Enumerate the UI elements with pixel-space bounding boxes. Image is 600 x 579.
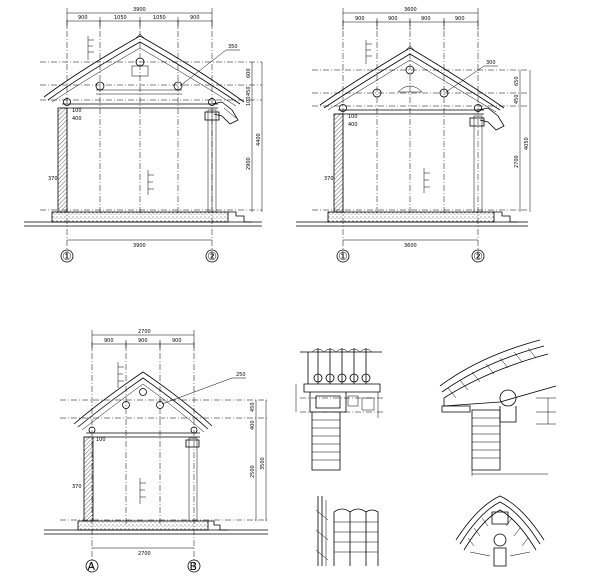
dim-total-height: 3500 — [260, 457, 266, 470]
dim-ridge-height: 650 — [514, 76, 520, 86]
dim-left-a: 100 — [348, 114, 358, 120]
axis-label-a: A — [88, 560, 96, 573]
dim-wall-height: 2900 — [246, 157, 252, 170]
left-wall — [57, 107, 68, 213]
dim-bay-1: 900 — [104, 338, 114, 344]
dim-overall-top: 2700 — [138, 329, 151, 335]
axis-label-2: ② — [473, 250, 483, 263]
dim-left-c: 370 — [72, 484, 82, 490]
dim-left-a: 100 — [96, 437, 106, 443]
callout-label: 250 — [236, 372, 246, 378]
dim-overall-bottom: 2700 — [138, 551, 151, 557]
dim-purlin-height: 450 — [514, 94, 520, 104]
dim-left-a: 100 — [72, 108, 82, 114]
dim-total-height: 4400 — [256, 133, 262, 146]
dim-bay-2: 900 — [138, 338, 148, 344]
dim-bay-3: 900 — [172, 338, 182, 344]
dim-bay-1: 900 — [78, 15, 88, 21]
dim-left-b: 400 — [348, 122, 358, 128]
left-wall — [83, 436, 94, 522]
axis-label-1: ① — [338, 250, 348, 263]
platform-base — [51, 211, 229, 223]
dim-ridge-height: 450 — [250, 402, 256, 412]
dim-bay-4: 900 — [455, 16, 465, 22]
section-1: 3900 900 1050 1050 900 — [24, 7, 263, 263]
axis-label-2: ② — [207, 250, 217, 263]
dim-bay-1: 900 — [355, 16, 365, 22]
eave-elevation-detail — [295, 348, 384, 471]
dim-beam-height: 100 — [246, 96, 252, 106]
dim-wall-height: 2700 — [514, 155, 520, 168]
top-dimensions: 3900 900 1050 1050 900 — [66, 7, 213, 28]
callout-label: 300 — [486, 60, 496, 66]
dim-ridge-height: 600 — [246, 68, 252, 78]
roof-outline — [43, 35, 245, 103]
dim-purlin-height: 450 — [246, 86, 252, 96]
axis-label-b: B — [190, 560, 198, 573]
section-2: 3600 900 900 900 900 — [296, 7, 531, 263]
dim-overall-bottom: 3600 — [404, 243, 417, 249]
dim-total-height: 4050 — [524, 137, 530, 150]
roof-outline — [73, 371, 213, 427]
dim-left-c: 370 — [48, 176, 58, 182]
platform-base — [327, 211, 495, 223]
left-wall — [333, 113, 344, 213]
section-3: 2700 900 900 900 250 450 4 — [44, 329, 268, 573]
dim-bay-3: 900 — [421, 16, 431, 22]
ridge-detail — [455, 495, 545, 567]
dim-left-b: 400 — [72, 116, 82, 122]
dim-bay-2: 1050 — [114, 15, 127, 21]
dim-overall-top: 3600 — [404, 7, 417, 13]
dim-wall-height: 2500 — [250, 465, 256, 478]
roof-outline — [319, 47, 505, 109]
dim-purlin-height: 400 — [250, 420, 256, 430]
dim-left-c: 370 — [324, 176, 334, 182]
dim-overall-bottom: 3900 — [133, 243, 146, 249]
roof-tile-detail — [315, 496, 379, 566]
eave-section-detail — [439, 339, 557, 476]
dim-overall-top: 3900 — [133, 7, 146, 13]
dim-bay-3: 1050 — [153, 15, 166, 21]
platform-base — [77, 520, 209, 531]
dim-bay-4: 900 — [190, 15, 200, 21]
axis-label-1: ① — [62, 250, 72, 263]
dim-bay-2: 900 — [388, 16, 398, 22]
callout-label: 350 — [228, 44, 238, 50]
